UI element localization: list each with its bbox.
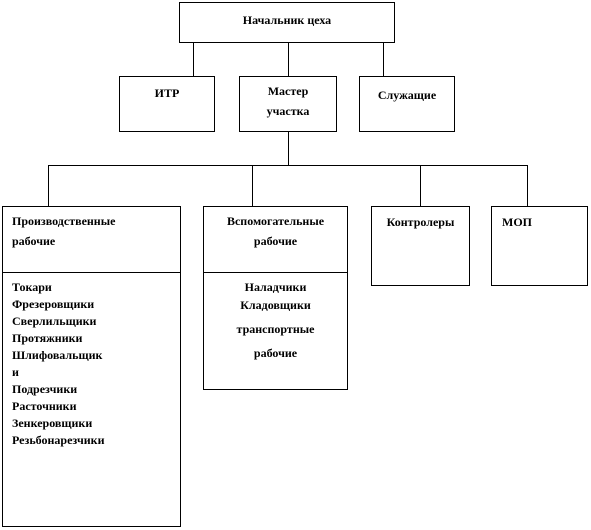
connector-bus-production [48,165,49,206]
employees-box: Служащие [359,76,455,132]
chief-label: Начальник цеха [242,13,332,27]
master-label-line1: Мастер [267,84,309,98]
connector-master-bus [288,131,289,165]
controllers-box: Контролеры [371,206,470,286]
connector-chief-itr [193,42,194,76]
auxiliary-box: Вспомогательные рабочие Наладчики Кладов… [203,206,348,390]
production-item: Расточники [12,399,77,413]
mop-label: МОП [502,215,532,229]
auxiliary-title-line1: Вспомогательные [226,214,325,228]
auxiliary-item: Наладчики [244,280,307,294]
production-item: Зенкеровщики [12,416,93,430]
production-item: и [12,365,19,379]
controllers-label: Контролеры [386,215,455,229]
production-item: Резьбонарезчики [12,433,105,447]
chief-box: Начальник цеха [179,2,395,43]
itr-box: ИТР [119,76,215,132]
production-box: Производственные рабочие Токари Фрезеров… [2,206,181,527]
production-divider [3,272,180,273]
production-item: Протяжники [12,331,83,345]
production-list: Токари Фрезеровщики Сверлильщики Протяжн… [12,279,176,449]
auxiliary-title-line2: рабочие [253,234,298,248]
connector-bus-mop [527,165,528,206]
connector-chief-employees [383,42,384,76]
master-box: Мастер участка [239,76,337,132]
connector-bus-auxiliary [252,165,253,206]
connector-chief-master [288,42,289,76]
production-title-line2: рабочие [12,234,56,248]
auxiliary-item: транспортные [236,322,315,336]
employees-label: Служащие [377,88,437,102]
production-item: Сверлильщики [12,314,97,328]
production-item: Подрезчики [12,382,78,396]
production-item: Шлифовальщик [12,348,103,362]
production-item: Токари [12,280,52,294]
itr-label: ИТР [154,86,180,100]
connector-bus-horizontal [48,165,527,166]
production-item: Фрезеровщики [12,297,95,311]
master-label-line2: участка [266,104,310,118]
auxiliary-item: Кладовщики [240,298,311,312]
auxiliary-divider [204,272,347,273]
connector-bus-controllers [420,165,421,206]
auxiliary-item: рабочие [253,346,298,360]
mop-box: МОП [491,206,588,286]
production-title-line1: Производственные [12,214,116,228]
